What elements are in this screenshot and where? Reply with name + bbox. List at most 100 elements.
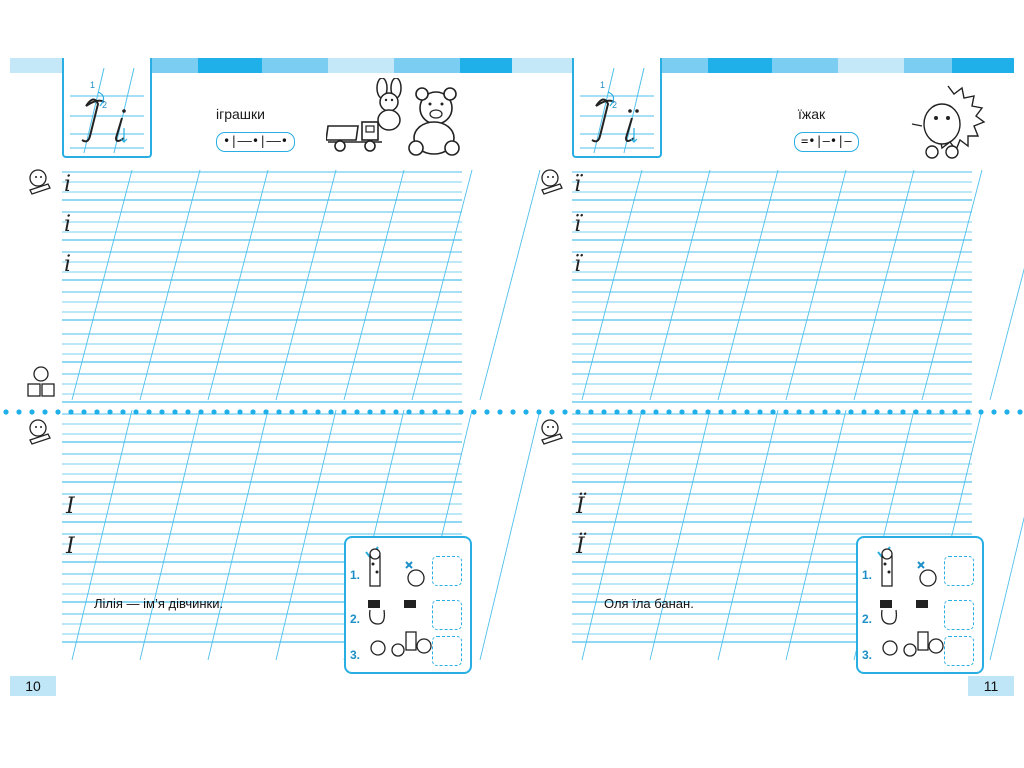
task-answer-slot[interactable] (432, 600, 462, 630)
divider-dot (341, 409, 347, 415)
divider-dot (224, 409, 230, 415)
letter-i-model (70, 67, 144, 154)
divider-dot (705, 409, 711, 415)
slant-line (139, 169, 201, 401)
task-number: 1. (862, 568, 873, 582)
divider-dot (432, 409, 438, 415)
task-number: 1. (350, 568, 361, 582)
task-number: 3. (862, 648, 873, 662)
divider-dot (731, 409, 737, 415)
divider-dot (809, 409, 815, 415)
divider-dot (42, 409, 48, 415)
word-label: ігрaшки (216, 106, 265, 122)
divider-dot (133, 409, 139, 415)
sound-scheme: =•|—•|— (794, 132, 859, 152)
divider-dot (458, 409, 464, 415)
task-answer-slot[interactable] (944, 636, 974, 666)
task-answer-slot[interactable] (944, 600, 974, 630)
slant-line (717, 409, 779, 661)
divider-dot (770, 409, 776, 415)
toy-blocks-icon (27, 366, 55, 397)
slant-line (853, 169, 915, 401)
divider-dot (146, 409, 152, 415)
divider-dot (302, 409, 308, 415)
task-panel: 1. 2. 3. (856, 536, 984, 674)
divider-dot (406, 409, 412, 415)
guide-letter: і (64, 172, 72, 197)
task-answer-slot[interactable] (944, 556, 974, 586)
divider-dot (263, 409, 269, 415)
page-number: 10 (10, 676, 56, 696)
divider-dot (874, 409, 880, 415)
divider-dot (380, 409, 386, 415)
divider-dot (172, 409, 178, 415)
divider-dot (679, 409, 685, 415)
pencil-mascot-icon (541, 419, 563, 445)
divider-dot (250, 409, 256, 415)
guide-letter: ї (574, 252, 582, 277)
divider-dot (211, 409, 217, 415)
divider-dot (1017, 409, 1023, 415)
letter-yi-model (580, 67, 654, 154)
divider-dot (328, 409, 334, 415)
dotted-divider (3, 409, 1023, 415)
divider-dot (744, 409, 750, 415)
sound-scheme: •|——•|——• (216, 132, 296, 152)
divider-dot (549, 409, 555, 415)
divider-dot (315, 409, 321, 415)
truck-icon (326, 121, 382, 152)
divider-dot (783, 409, 789, 415)
divider-dot (614, 409, 620, 415)
divider-dot (822, 409, 828, 415)
divider-dot (198, 409, 204, 415)
task-number: 3. (350, 648, 361, 662)
slant-line (581, 409, 643, 661)
divider-dot (718, 409, 724, 415)
slant-line (207, 409, 269, 661)
divider-dot (159, 409, 165, 415)
guide-letter: Ї (576, 494, 585, 519)
slant-line (479, 169, 541, 401)
divider-dot (913, 409, 919, 415)
divider-dot (588, 409, 594, 415)
slant-line (717, 169, 779, 401)
divider-dot (354, 409, 360, 415)
right-page: 1 2 їжак =•|—•|— Оля їла банан. 1. 2. 3. (512, 0, 1024, 768)
task-answer-slot[interactable] (432, 636, 462, 666)
slant-line (207, 169, 269, 401)
divider-dot (237, 409, 243, 415)
slant-line (275, 409, 337, 661)
divider-dot (666, 409, 672, 415)
slant-line (479, 409, 541, 661)
divider-dot (562, 409, 568, 415)
slant-line (71, 169, 133, 401)
divider-dot (939, 409, 945, 415)
divider-dot (536, 409, 542, 415)
guide-letter: І (66, 494, 75, 519)
task-number: 2. (350, 612, 361, 626)
slant-line (275, 169, 337, 401)
letter-box-i: 1 2 (62, 58, 152, 158)
divider-dot (81, 409, 87, 415)
guide-letter: і (64, 212, 72, 237)
divider-dot (419, 409, 425, 415)
guide-letter: Ї (576, 534, 585, 559)
divider-dot (120, 409, 126, 415)
divider-dot (185, 409, 191, 415)
divider-dot (1004, 409, 1010, 415)
divider-dot (757, 409, 763, 415)
left-page: 1 2 ігрaшки •|——•|——• (10, 58, 472, 696)
divider-dot (367, 409, 373, 415)
divider-dot (3, 409, 9, 415)
task-answer-slot[interactable] (432, 556, 462, 586)
divider-dot (523, 409, 529, 415)
divider-dot (289, 409, 295, 415)
task-panel: 1. 2. 3. (344, 536, 472, 674)
divider-dot (94, 409, 100, 415)
divider-dot (926, 409, 932, 415)
pencil-mascot-icon (541, 169, 563, 195)
divider-dot (640, 409, 646, 415)
stroke-order-2: 2 (102, 100, 108, 110)
page-number: 11 (968, 676, 1014, 696)
divider-dot (965, 409, 971, 415)
